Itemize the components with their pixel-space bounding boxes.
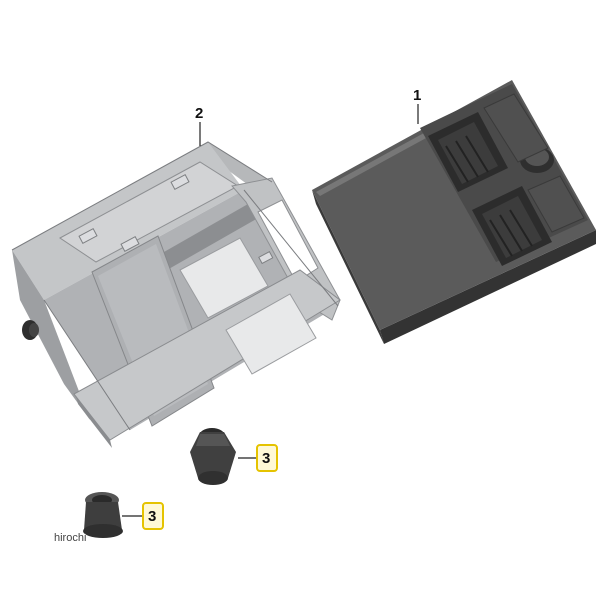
bracket-cross-member-1	[150, 196, 272, 274]
bracket-window-2	[225, 293, 317, 375]
bracket-front-foot	[76, 396, 112, 448]
bracket-window-1	[179, 237, 269, 319]
cover-plate-upper	[483, 93, 549, 163]
callout-number-2: 2	[195, 105, 203, 122]
control-unit-bottom-edge	[380, 230, 596, 344]
callout-leaders	[122, 104, 419, 517]
bracket-left-wall	[12, 250, 90, 420]
connector-lower	[472, 186, 552, 266]
bracket	[11, 141, 341, 448]
control-unit-side	[312, 190, 384, 344]
watermark-text: hirochi	[54, 532, 86, 544]
control-unit	[312, 80, 596, 344]
connector-upper	[428, 112, 508, 192]
grommet-upper	[190, 428, 236, 485]
bracket-mounting-pin	[22, 320, 39, 340]
callout-badge-3-lower: 3	[142, 502, 164, 530]
bracket-right-window	[257, 199, 319, 283]
grommet-lower	[83, 492, 123, 538]
callout-badge-3-upper: 3	[256, 444, 278, 472]
callout-number-3-upper: 3	[262, 450, 270, 467]
callout-number-3-lower: 3	[148, 508, 156, 525]
cover-plate-lower	[527, 175, 585, 233]
bracket-edges	[11, 141, 339, 431]
bracket-clips	[78, 174, 274, 265]
callout-number-1: 1	[413, 87, 421, 104]
